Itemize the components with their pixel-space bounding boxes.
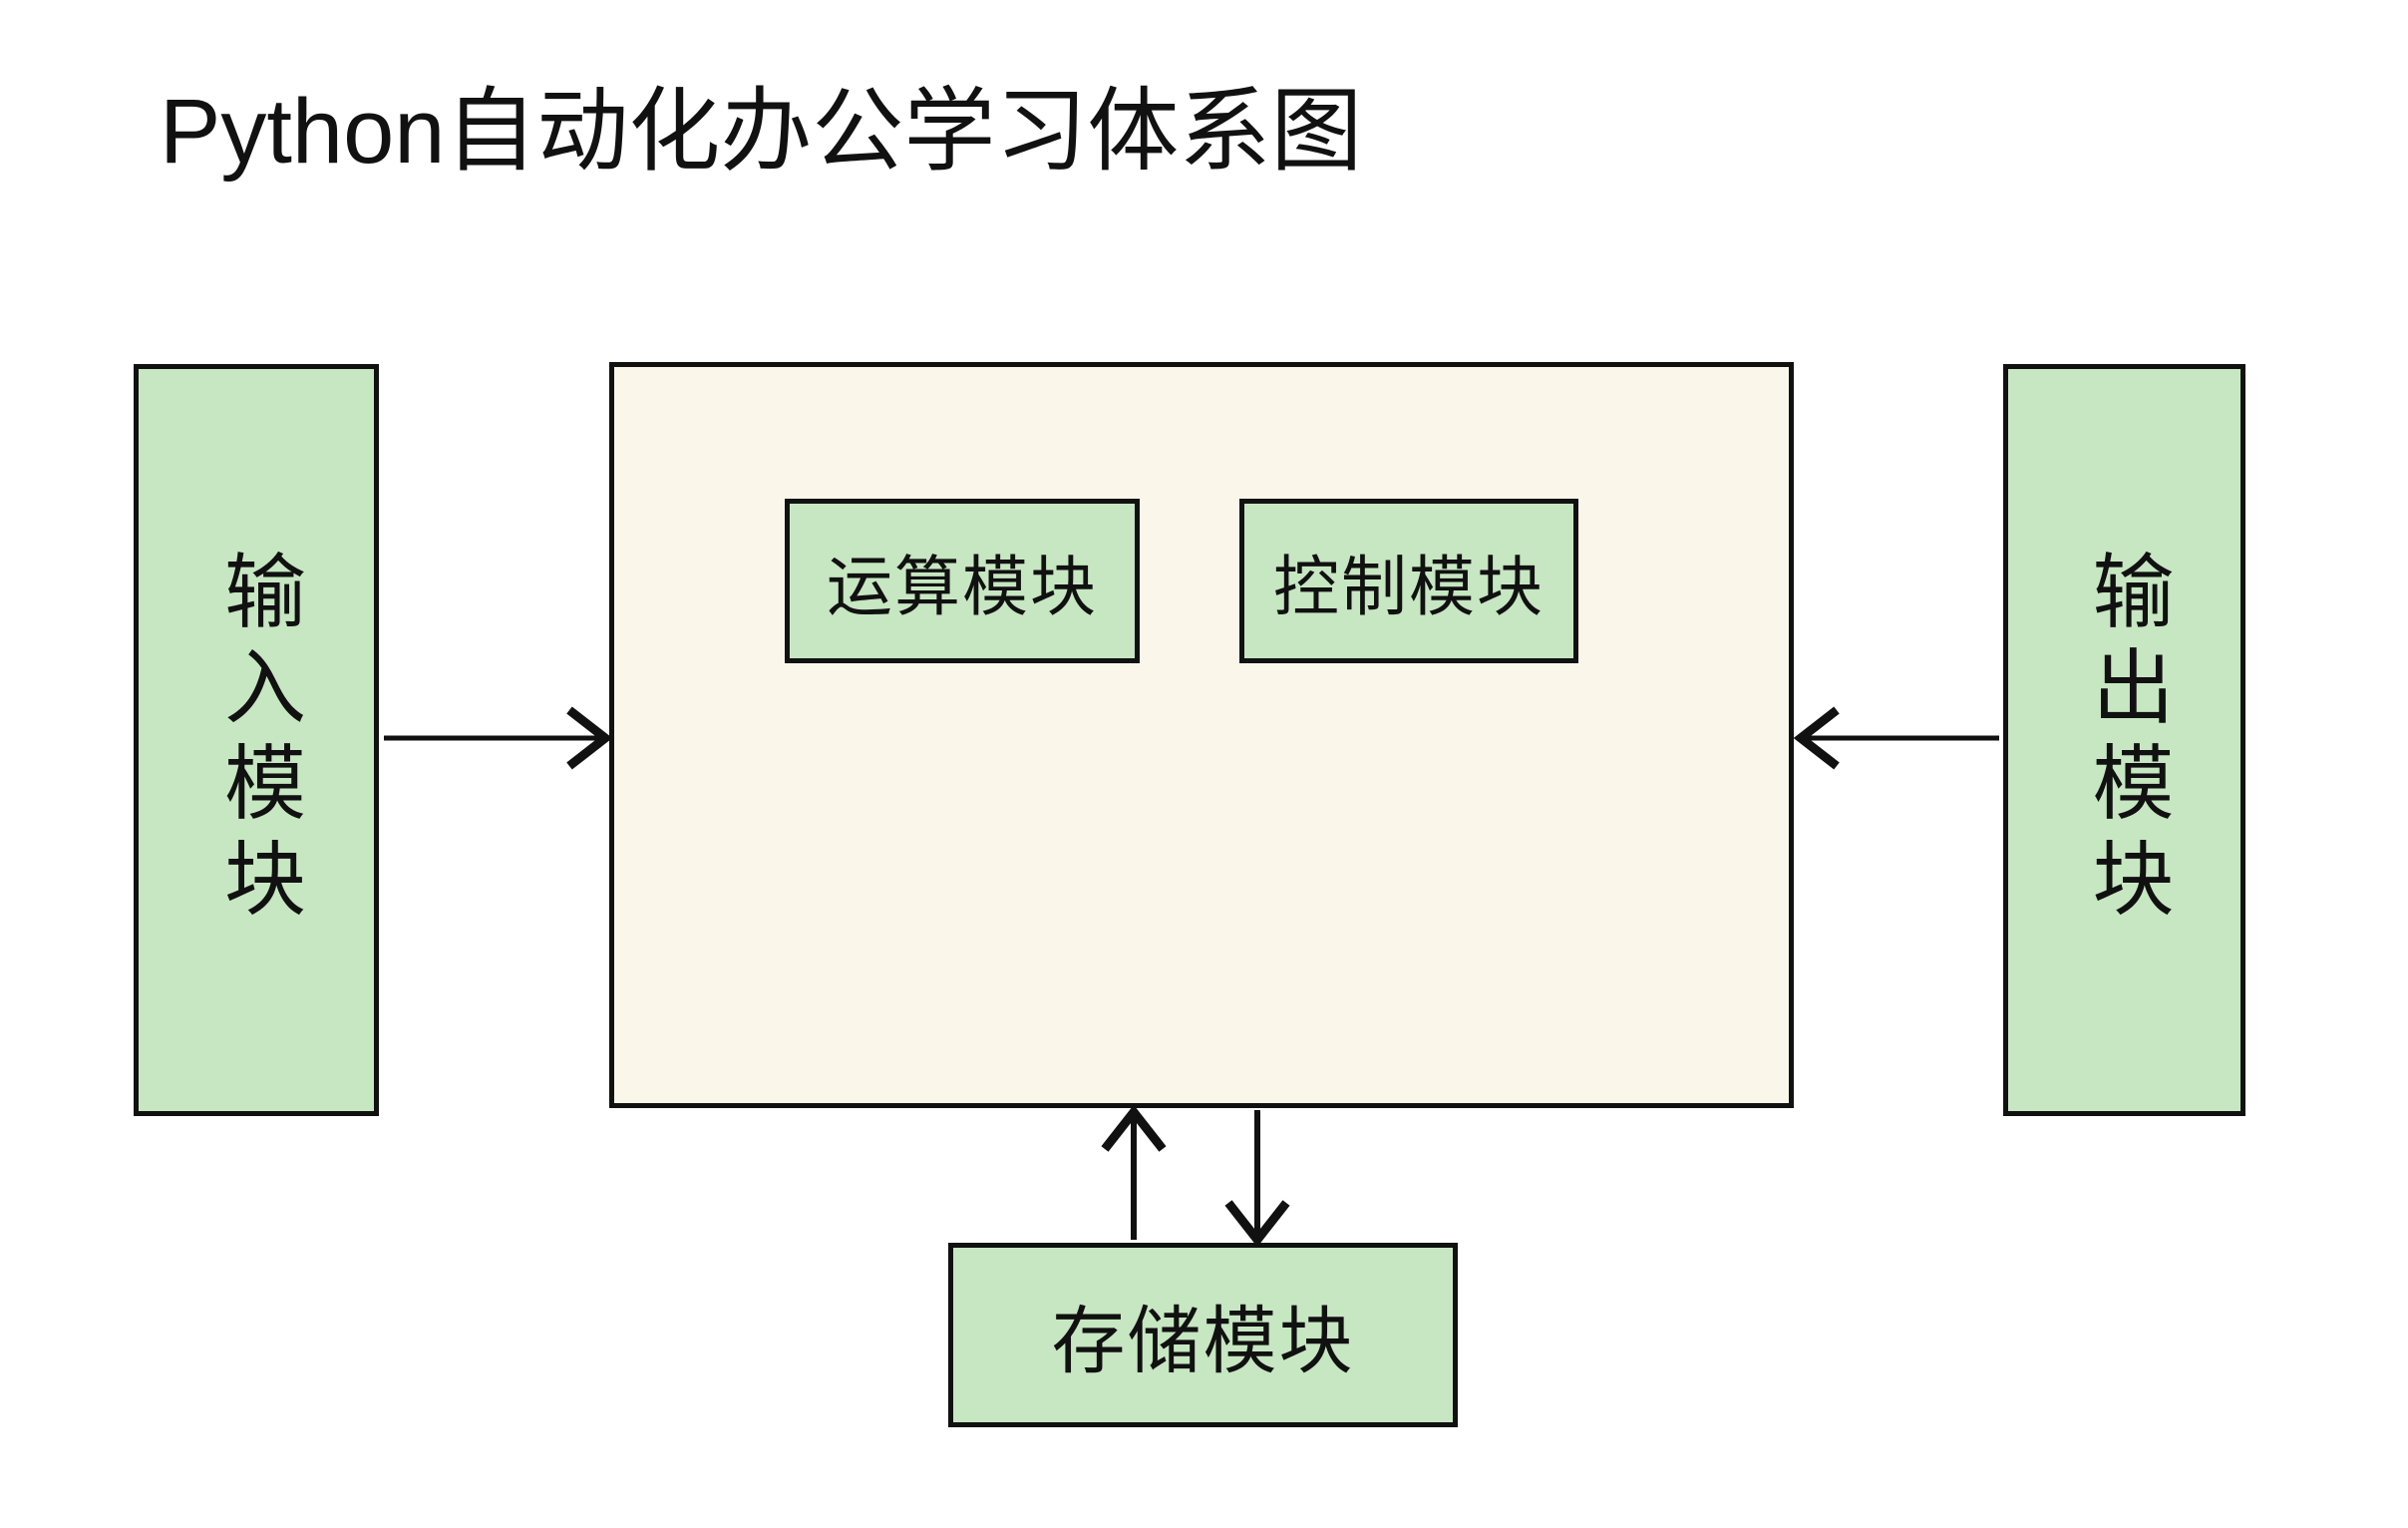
page-title: Python自动化办公学习体系图 [160, 81, 1363, 183]
node-control-module-label: 控制模块 [1273, 549, 1545, 623]
node-alu-module-label: 运算模块 [827, 549, 1098, 623]
edge-cpu-to-storage [1224, 1110, 1290, 1248]
node-input-module[interactable]: 输入模块 [134, 364, 379, 1116]
node-storage-module-label: 存储模块 [1051, 1300, 1355, 1382]
edge-input-to-cpu [384, 706, 613, 770]
node-storage-module[interactable]: 存储模块 [948, 1243, 1458, 1427]
edge-output-to-cpu [1793, 706, 1999, 770]
edge-storage-to-cpu [1101, 1104, 1167, 1240]
node-control-module[interactable]: 控制模块 [1239, 499, 1578, 663]
node-input-module-label: 输入模块 [211, 549, 303, 932]
node-cpu-container[interactable] [609, 362, 1794, 1108]
node-output-module-label: 输出模块 [2079, 549, 2171, 932]
node-alu-module[interactable]: 运算模块 [785, 499, 1140, 663]
node-output-module[interactable]: 输出模块 [2003, 364, 2245, 1116]
